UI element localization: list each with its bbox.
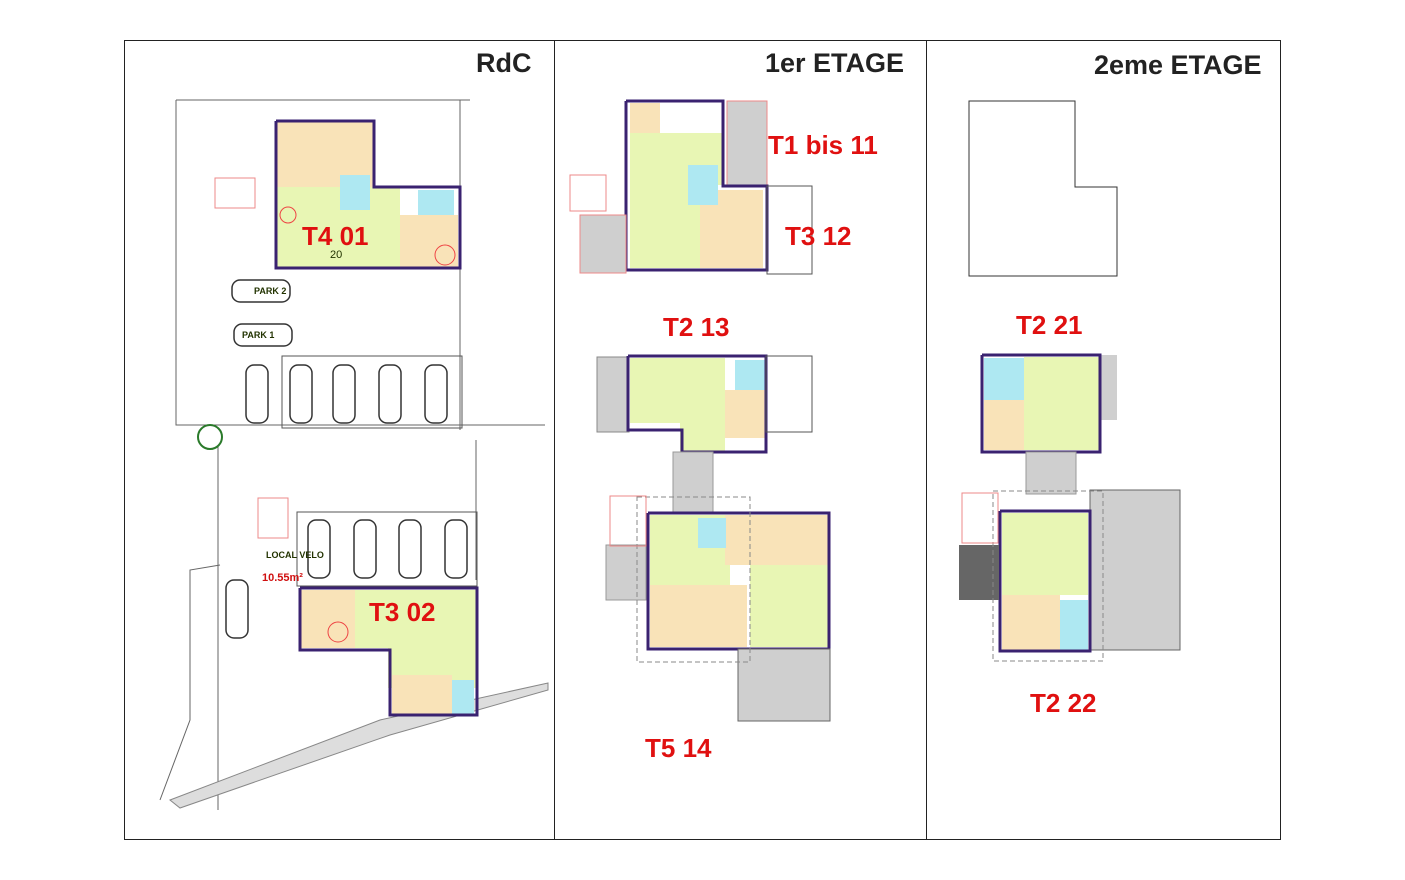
unit-label-t4-01: T4 01 (302, 221, 369, 251)
unit-label-t2-21: T2 21 (1016, 310, 1083, 340)
unit-label-t5-14: T5 14 (645, 733, 712, 763)
sejour-number: 20 (330, 249, 343, 261)
unit-label-t3-02: T3 02 (369, 597, 436, 627)
unit-label-t1bis-11: T1 bis 11 (768, 130, 878, 160)
unit-label-t2-13: T2 13 (663, 312, 730, 342)
drawing-frame (124, 40, 1281, 840)
room-area-local-velo: 10.55m² (262, 572, 303, 584)
unit-label-t3-12: T3 12 (785, 221, 852, 251)
parking-label-park1: PARK 1 (242, 330, 275, 340)
etage1-plans (569, 99, 831, 722)
section-title-1er-etage: 1er ETAGE (765, 48, 905, 78)
etage2-plans (959, 100, 1181, 662)
room-label-local-velo: LOCAL VELO (266, 550, 324, 560)
unit-label-t2-22: T2 22 (1030, 688, 1097, 718)
section-title-2eme-etage: 2eme ETAGE (1094, 50, 1262, 80)
rdc-site-plan (159, 99, 549, 810)
parking-label-park2: PARK 2 (254, 286, 287, 296)
section-title-rdc: RdC (476, 48, 532, 78)
section-divider (554, 40, 555, 840)
section-divider (926, 40, 927, 840)
